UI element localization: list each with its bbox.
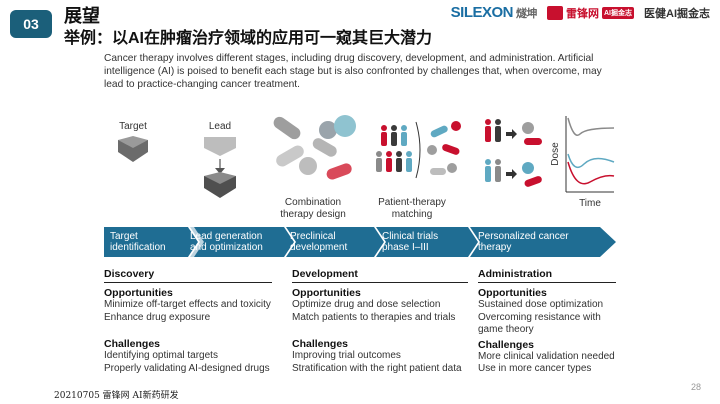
- pills-icon: [273, 115, 356, 180]
- challenges-heading: Challenges: [478, 338, 535, 351]
- list-item: Overcoming resistance with game theory: [478, 311, 601, 336]
- yijian-logo: 医健AI掘金志: [644, 7, 710, 20]
- administration-body: Opportunities Sustained dose optimizatio…: [478, 287, 618, 376]
- patients-icon: [376, 121, 461, 179]
- column-heading: Development: [292, 268, 358, 280]
- target-label: Target: [119, 121, 147, 132]
- column-heading: Administration: [478, 268, 553, 280]
- list-item: Identifying optimal targets: [104, 350, 218, 361]
- development-body: Opportunities Optimize drug and dose sel…: [292, 287, 472, 375]
- pipeline-shapes: [104, 227, 616, 257]
- divider: [104, 282, 272, 284]
- time-axis-label: Time: [579, 198, 601, 209]
- leifeng-mark-icon: [547, 5, 563, 20]
- opportunities-heading: Opportunities: [478, 287, 547, 299]
- list-item: Stratification with the right patient da…: [292, 362, 462, 374]
- divider: [292, 282, 468, 284]
- opportunities-heading: Opportunities: [104, 287, 173, 299]
- discovery-column: Discovery: [104, 268, 280, 280]
- list-item: Match patients to therapies and trials: [292, 311, 456, 323]
- discovery-body: Opportunities Minimize off-target effect…: [104, 287, 284, 375]
- administration-column: Administration: [478, 268, 618, 280]
- section-badge: 03: [10, 10, 52, 38]
- list-item: Improving trial outcomes: [292, 350, 401, 361]
- leifeng-logo: 雷锋网 AI掘金志: [547, 5, 634, 21]
- list-item: Enhance drug exposure: [104, 311, 211, 323]
- footer-source: 20210705 雷锋网 AI新药研发: [54, 391, 179, 401]
- lead-icon: [204, 137, 236, 198]
- list-item: Optimize drug and dose selection: [292, 299, 441, 310]
- dose-time-chart: Dose Time: [550, 116, 615, 209]
- column-heading: Discovery: [104, 268, 155, 280]
- pipeline-step: Target identification: [110, 231, 166, 253]
- page-subtitle: 举例：以AI在肿瘤治疗领域的应用可一窥其巨大潜力: [64, 30, 433, 47]
- pipeline-step: Personalized cancer therapy: [478, 231, 569, 253]
- personalized-icon: [485, 119, 542, 187]
- page-number: 28: [691, 382, 702, 392]
- list-item: Use in more cancer types: [478, 363, 592, 374]
- challenges-heading: Challenges: [292, 338, 349, 350]
- opportunities-heading: Opportunities: [292, 287, 361, 299]
- challenges-heading: Challenges: [104, 338, 161, 350]
- list-item: Minimize off-target effects and toxicity: [104, 299, 271, 310]
- divider: [478, 282, 616, 284]
- pipeline-step: Preclinical development: [290, 231, 348, 253]
- page-title: 展望: [64, 6, 100, 26]
- intro-paragraph: Cancer therapy involves different stages…: [104, 53, 602, 90]
- development-column: Development: [292, 268, 468, 280]
- lead-label: Lead: [209, 121, 231, 132]
- target-icon: [118, 136, 148, 162]
- pipeline-step: Clinical trials phase I–III: [382, 231, 439, 253]
- pipeline-bar: Target identification Lead generation an…: [104, 227, 616, 257]
- list-item: More clinical validation needed: [478, 350, 615, 362]
- list-item: Properly validating AI-designed drugs: [104, 362, 270, 374]
- list-item: Sustained dose optimization: [478, 299, 604, 310]
- pipeline-step: Lead generation and optimization: [190, 231, 263, 253]
- dose-axis-label: Dose: [550, 142, 561, 166]
